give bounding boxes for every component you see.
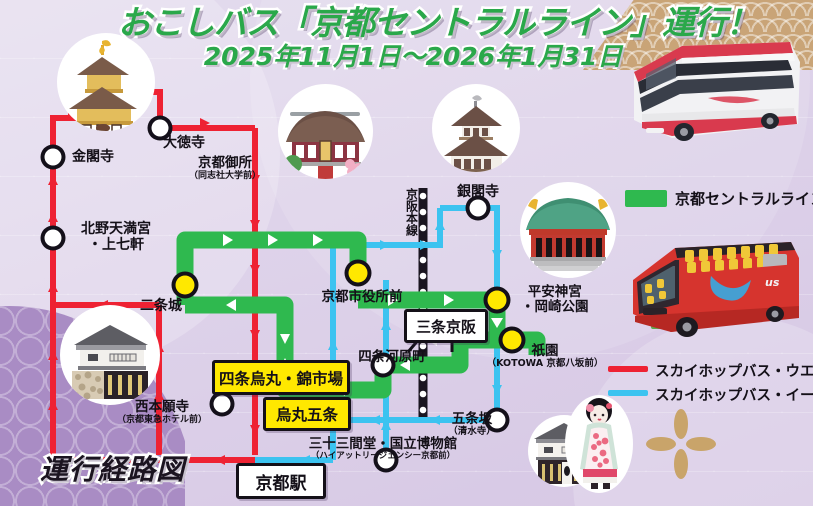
station-label-shiyakusho: 京都市役所前 (321, 289, 403, 305)
station-name: 四条河原町 (358, 349, 426, 365)
station-markers (40, 115, 526, 473)
station-label-gojozaka: 五条坂 （清水寺） (448, 411, 496, 438)
station-dot-kinkakuji (40, 144, 66, 170)
station-sublabel: （KOTOWA 京都八坂前） (486, 358, 604, 370)
station-dot-gion (498, 326, 526, 354)
nishihonganji-illustration (60, 305, 160, 405)
station-label-kinkakuji: 金閣寺 (72, 149, 114, 166)
station-name: 祇園 (531, 343, 559, 359)
title-block: おこしバス「京都セントラルライン」運行！ 2025年11月1日〜2026年1月3… (116, 1, 762, 74)
station-name: 平安神宮 (527, 284, 582, 300)
station-name: 四条烏丸・錦市場 (218, 369, 343, 388)
station-sublabel: ・岡崎公園 (521, 299, 589, 316)
legend-swatch-central-line (625, 190, 667, 207)
rail-name: 京阪本線 (404, 188, 419, 236)
station-name: 銀閣寺 (457, 184, 499, 200)
legend-line-east (608, 390, 648, 396)
station-name: 大徳寺 (163, 135, 205, 151)
station-sublabel: ・上七軒 (88, 236, 144, 253)
maiko-illustration (565, 395, 633, 493)
station-name: 京都駅 (255, 473, 307, 494)
station-dot-nishihonganji (209, 391, 235, 417)
station-label-sanjusangendo: 三十三間堂・国立博物館 （ハイアットリージェンシー京都前） (308, 436, 458, 462)
page-title: おこしバス「京都セントラルライン」運行！ (116, 1, 762, 45)
kinkakuji-illustration (57, 33, 155, 131)
station-name: 五条坂 (451, 411, 493, 427)
station-dot-sanjusangendo (373, 447, 399, 473)
keihan-line-label: 京阪本線 (404, 188, 419, 236)
station-label-kitano: 北野天満宮 ・上七軒 (81, 221, 151, 253)
station-box-karasumagojo[interactable]: 烏丸五条 (263, 397, 351, 431)
legend-text: スカイホップバス・ウエストライン (655, 364, 813, 380)
page-subtitle: 2025年11月1日〜2026年1月31日 (202, 40, 625, 73)
station-box-sanjokeihan[interactable]: 三条京阪 (404, 309, 488, 343)
station-dot-nijojo (171, 271, 199, 299)
station-name: 金閣寺 (72, 149, 114, 165)
station-label-gion: 祇園 （KOTOWA 京都八坂前） (486, 343, 604, 370)
station-label-kawaramachi: 四条河原町 (358, 349, 426, 365)
station-label-nijojo: 二条城 (140, 298, 182, 315)
station-label-ginkakuji: 銀閣寺 (457, 184, 499, 201)
station-label-gosho: 京都御所 （同志社大学前） (188, 155, 262, 182)
station-dot-gojozaka (484, 407, 510, 433)
station-name: 烏丸五条 (275, 406, 338, 424)
station-dot-kawaramachi (370, 352, 396, 378)
ginkakuji-illustration (432, 84, 520, 172)
station-name: 三十三間堂・国立博物館 (308, 436, 458, 452)
station-sublabel: （ハイアットリージェンシー京都前） (310, 451, 456, 462)
station-sublabel: （清水寺） (448, 426, 496, 438)
station-name: 西本願寺 (134, 399, 189, 415)
central-line-bus (612, 28, 808, 160)
station-dot-heian (483, 286, 511, 314)
legend-text: スカイホップバス・イーストライン (655, 388, 813, 404)
station-name: 二条城 (140, 298, 182, 314)
station-sublabel: （京都東急ホテル前） (116, 415, 208, 426)
station-name: 京都市役所前 (321, 289, 403, 305)
hanabishi-ornament (646, 409, 716, 479)
station-dot-kitano (40, 225, 66, 251)
station-name: 北野天満宮 (81, 221, 151, 237)
station-name: 三条京阪 (415, 317, 476, 336)
skyhop-bus: us (615, 228, 807, 354)
station-label-nishihonganji: 西本願寺 （京都東急ホテル前） (116, 399, 208, 426)
legend-line-west (608, 366, 648, 372)
legend-text: 京都セントラルライン (675, 190, 813, 208)
station-sublabel: （同志社大学前） (188, 171, 262, 182)
gosho-illustration (278, 84, 373, 179)
station-box-shijokarasuma[interactable]: 四条烏丸・錦市場 (212, 360, 350, 395)
station-name: 京都御所 (197, 155, 252, 171)
station-dot-shiyakusho (344, 259, 372, 287)
legend-label-west-line: スカイホップバス・ウエストライン (655, 360, 813, 381)
heian-illustration (520, 182, 616, 278)
svg-text:us: us (765, 276, 780, 289)
station-box-kyotostation[interactable]: 京都駅 (236, 463, 326, 499)
legend-label-east-line: スカイホップバス・イーストライン (655, 384, 813, 405)
station-dot-daitokuji (147, 115, 173, 141)
station-label-heian: 平安神宮 ・岡崎公園 (521, 284, 589, 316)
route-map-title: 運行経路図 (37, 451, 186, 489)
legend-label-central-line: 京都セントラルライン (675, 188, 813, 209)
station-dot-ginkakuji (465, 195, 491, 221)
station-label-daitokuji: 大徳寺 (163, 135, 205, 152)
